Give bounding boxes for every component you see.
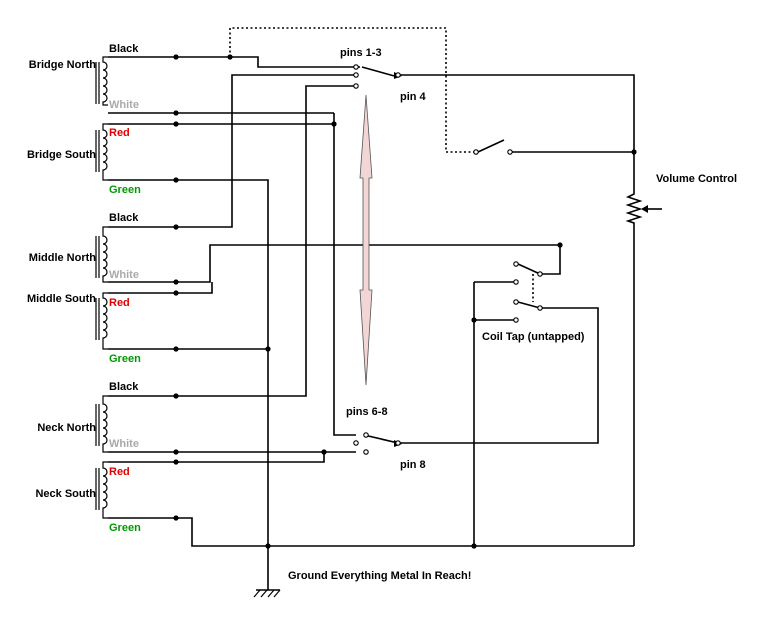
lead-label-black: Black — [109, 212, 139, 224]
wires — [108, 27, 635, 590]
switch-label: pin 8 — [400, 459, 426, 471]
ground-symbol: Ground Everything Metal In Reach! — [253, 570, 471, 598]
ground-label: Ground Everything Metal In Reach! — [288, 570, 471, 582]
lead-label-white: White — [109, 269, 139, 281]
lead-label-white: White — [109, 438, 139, 450]
pickup-middle-north: Middle North Black White — [29, 212, 139, 283]
switch-label: pins 1-3 — [340, 47, 382, 59]
pickup-name: Bridge South — [27, 149, 96, 161]
pickup-neck-south: Neck South Red Green — [35, 461, 141, 534]
pickup-bridge-north: Bridge North Black White — [29, 43, 139, 111]
kill-switch — [473, 139, 513, 155]
coil-tap-switch: Coil Tap (untapped) — [482, 261, 585, 343]
pickup-name: Bridge North — [29, 59, 97, 71]
switch-pins-1-3: pins 1-3 pin 4 — [340, 47, 427, 103]
lead-label-black: Black — [109, 381, 139, 393]
pickup-middle-south: Middle South Red Green — [27, 292, 141, 365]
switch-pins-6-8: pins 6-8 pin 8 — [346, 406, 426, 471]
lead-label-red: Red — [109, 297, 130, 309]
volume-label: Volume Control — [656, 173, 737, 185]
switch-label: pins 6-8 — [346, 406, 388, 418]
pickup-neck-north: Neck North Black White — [37, 381, 139, 453]
pickup-name: Middle North — [29, 252, 96, 264]
coil-tap-label: Coil Tap (untapped) — [482, 331, 585, 343]
lead-label-green: Green — [109, 353, 141, 365]
pickup-name: Neck South — [35, 488, 96, 500]
pickup-name: Middle South — [27, 293, 96, 305]
junction-dots — [173, 54, 637, 549]
lead-label-green: Green — [109, 184, 141, 196]
double-arrow — [359, 94, 373, 386]
lead-label-green: Green — [109, 522, 141, 534]
pickup-bridge-south: Bridge South Red Green — [27, 123, 141, 196]
lead-label-red: Red — [109, 466, 130, 478]
lead-label-white: White — [109, 99, 139, 111]
lead-label-red: Red — [109, 127, 130, 139]
lead-label-black: Black — [109, 43, 139, 55]
volume-control: Volume Control — [625, 173, 737, 226]
switch-label: pin 4 — [400, 91, 427, 103]
pickup-name: Neck North — [37, 422, 96, 434]
